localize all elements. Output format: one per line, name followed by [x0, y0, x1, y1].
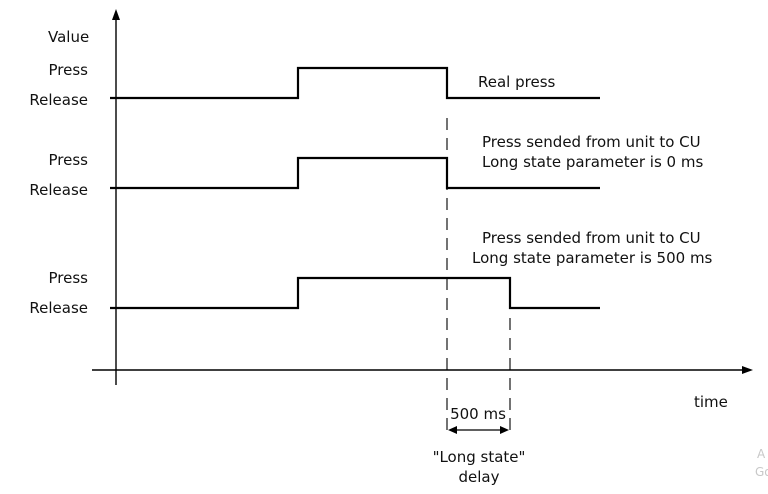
x-axis-arrow: [742, 366, 753, 374]
delay-caption-line1: "Long state": [433, 448, 526, 466]
signal-1-caption: Real press: [478, 73, 556, 91]
level-label-press-3: Press: [49, 269, 89, 287]
y-axis-label: Value: [48, 28, 89, 46]
y-axis-arrow: [112, 9, 120, 20]
delay-caption-line2: delay: [459, 468, 500, 486]
level-label-release-1: Release: [29, 91, 88, 109]
level-label-press-2: Press: [49, 151, 89, 169]
watermark-line1: A: [757, 447, 766, 461]
signal-2-caption-line1: Press sended from unit to CU: [482, 133, 701, 151]
signal-long-state-500ms-waveform: [110, 276, 600, 310]
level-label-press-1: Press: [49, 61, 89, 79]
watermark-line2: Go: [755, 465, 768, 479]
signal-3-caption-line2: Long state parameter is 500 ms: [472, 249, 713, 267]
signal-real-press-waveform: [110, 66, 600, 100]
delay-arrow-left: [448, 426, 457, 434]
signal-long-state-0ms-waveform: [110, 156, 600, 190]
signal-3-caption-line1: Press sended from unit to CU: [482, 229, 701, 247]
x-axis-label: time: [694, 393, 728, 411]
level-label-release-2: Release: [29, 181, 88, 199]
level-label-release-3: Release: [29, 299, 88, 317]
signal-2-caption-line2: Long state parameter is 0 ms: [482, 153, 703, 171]
delay-value-label: 500 ms: [450, 405, 506, 423]
delay-arrow-right: [500, 426, 509, 434]
